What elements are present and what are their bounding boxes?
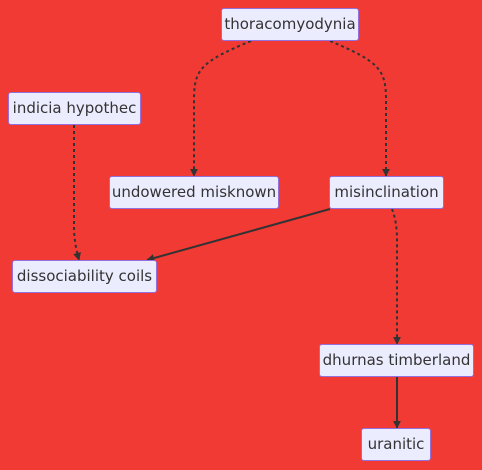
edge-misinclination-to-dissociability-coils: [146, 208, 331, 262]
node-misinclination: misinclination: [329, 176, 444, 209]
edge-indicia-hypothec-to-dissociability-coils: [73, 125, 81, 261]
node-dhurnas-timberland: dhurnas timberland: [319, 344, 474, 377]
node-undowered-misknown: undowered misknown: [109, 176, 279, 209]
edge-misinclination-to-dhurnas-timberland: [391, 208, 401, 345]
node-thoracomyodynia: thoracomyodynia: [221, 8, 359, 41]
node-indicia-hypothec: indicia hypothec: [8, 92, 141, 125]
edge-thoracomyodynia-to-misinclination: [329, 40, 390, 177]
node-uranitic: uranitic: [361, 428, 431, 461]
edge-thoracomyodynia-to-undowered-misknown: [190, 40, 252, 177]
node-dissociability-coils: dissociability coils: [12, 260, 157, 293]
